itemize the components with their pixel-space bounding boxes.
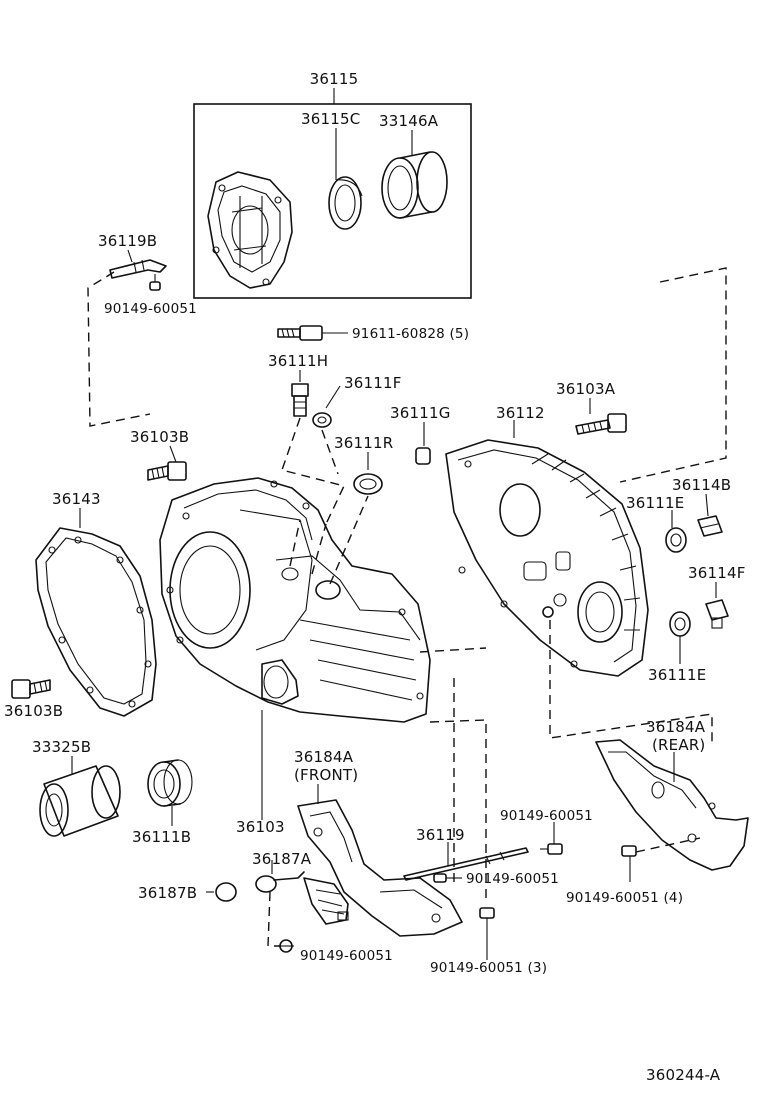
shield-plate-icon <box>297 799 463 937</box>
callout-36184a-front: 36184A <box>294 748 354 766</box>
bolt-icon <box>621 845 637 882</box>
clip-icon <box>109 259 167 279</box>
bearing-icon <box>381 151 448 219</box>
callout-36103b-left: 36103B <box>4 702 63 720</box>
oil-seal-icon <box>665 527 687 553</box>
plug-icon <box>697 515 723 537</box>
callout-91611-60828: 91611-60828 (5) <box>352 326 469 342</box>
bolt-icon <box>575 413 627 435</box>
oil-seal-icon <box>353 473 383 495</box>
callout-36114f: 36114F <box>688 564 746 582</box>
transaxle-case-icon <box>159 477 431 723</box>
callout-36111r: 36111R <box>334 434 393 452</box>
callout-90149-60051-clip: 90149-60051 <box>466 871 559 887</box>
callout-36103: 36103 <box>236 818 285 836</box>
bolt-icon <box>479 907 495 919</box>
callout-36187b: 36187B <box>138 884 197 902</box>
callout-90149-60051-front3: 90149-60051 (3) <box>430 960 547 976</box>
callout-36115c: 36115C <box>301 110 360 128</box>
assembly-box-36115 <box>193 103 472 299</box>
callout-90149-60051-bottom: 90149-60051 <box>300 948 393 964</box>
bolt-icon <box>149 274 161 291</box>
sensor-icon <box>255 871 349 925</box>
bolt-icon <box>433 873 462 883</box>
plug-icon <box>705 599 729 629</box>
callout-90149-60051-rear4: 90149-60051 (4) <box>566 890 683 906</box>
callout-36114b: 36114B <box>672 476 731 494</box>
callout-36111b: 36111B <box>132 828 191 846</box>
oil-seal-icon <box>147 759 193 807</box>
gasket-icon <box>35 527 157 717</box>
callout-36112: 36112 <box>496 404 545 422</box>
transaxle-case-icon <box>445 439 649 677</box>
rear-cover-icon <box>207 171 293 289</box>
plug-icon <box>291 383 309 417</box>
callout-36111e-top: 36111E <box>626 494 684 512</box>
callout-36111f: 36111F <box>344 374 402 392</box>
shield-plate-icon <box>595 739 749 871</box>
bolt-icon <box>147 461 187 481</box>
callout-36111g: 36111G <box>390 404 451 422</box>
callout-36119: 36119 <box>416 826 465 844</box>
plug-icon <box>415 447 431 465</box>
callout-36111h: 36111H <box>268 352 328 370</box>
callout-front-note: (FRONT) <box>294 766 358 784</box>
callout-36184a-rear: 36184A <box>646 718 706 736</box>
oil-seal-icon <box>669 611 691 637</box>
callout-33146a: 33146A <box>379 112 439 130</box>
bolt-icon <box>278 939 294 953</box>
rod-icon <box>403 847 529 881</box>
callout-90149-60051-mid: 90149-60051 <box>500 808 593 824</box>
o-ring-icon <box>312 412 332 428</box>
bolt-icon <box>11 679 51 699</box>
callout-36111e-bottom: 36111E <box>648 666 706 684</box>
bolt-icon <box>540 843 563 855</box>
bolt-icon <box>277 325 323 341</box>
callout-36103b-top: 36103B <box>130 428 189 446</box>
figure-id: 360244-A <box>646 1066 721 1084</box>
callout-36119b: 36119B <box>98 232 157 250</box>
callout-36115: 36115 <box>310 70 359 88</box>
callout-36143: 36143 <box>52 490 101 508</box>
callout-36103a: 36103A <box>556 380 616 398</box>
callout-36187a: 36187A <box>252 850 312 868</box>
callout-90149-60051-top: 90149-60051 <box>104 301 197 317</box>
oil-seal-icon <box>328 176 363 230</box>
o-ring-icon <box>215 882 237 902</box>
callout-rear-note: (REAR) <box>652 736 706 754</box>
callout-33325b: 33325B <box>32 738 91 756</box>
sleeve-icon <box>39 765 121 837</box>
